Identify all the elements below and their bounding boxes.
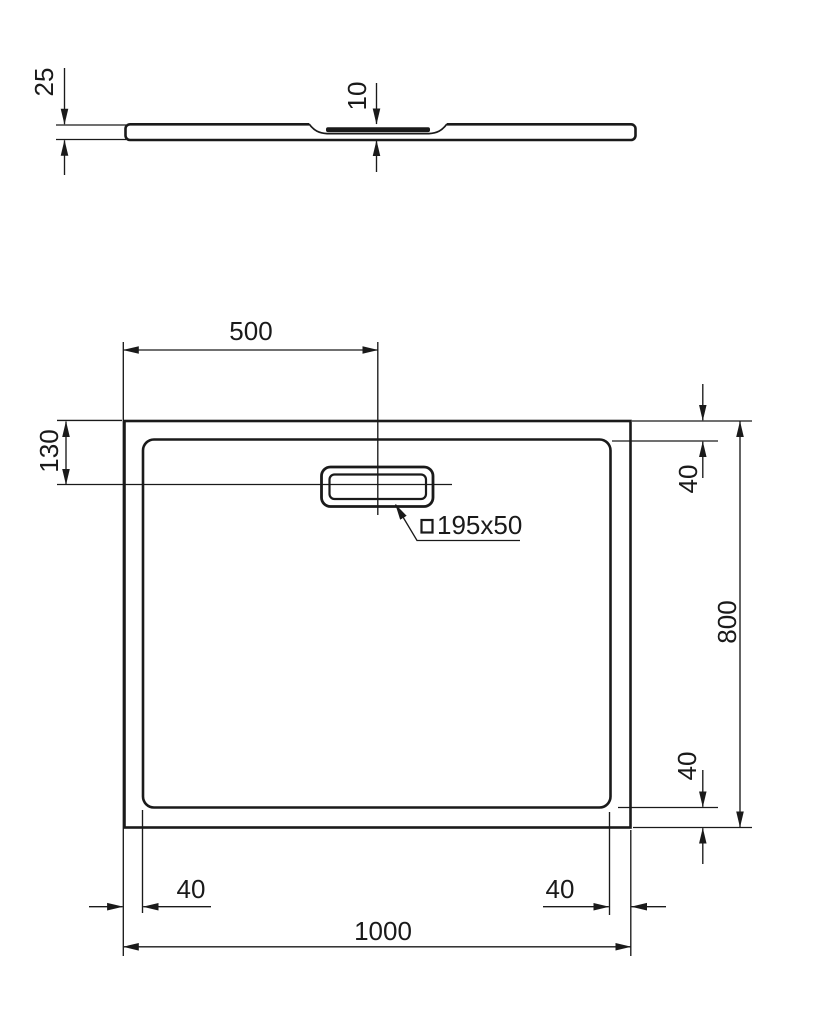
square-symbol-icon [420, 518, 434, 534]
dim-profile-thickness: 25 [29, 68, 126, 175]
profile-view: 25 10 [29, 68, 637, 175]
dim-label-10: 10 [342, 82, 372, 111]
dim-label-40-bottom: 40 [672, 752, 702, 781]
plan-tray-inner-edge [141, 438, 612, 809]
dim-border-right: 40 [543, 874, 666, 911]
dim-drain-offset-x: 500 [122, 316, 379, 354]
dim-border-left: 40 [89, 874, 211, 911]
dim-label-40-left: 40 [177, 874, 206, 904]
dim-label-130: 130 [34, 429, 64, 472]
profile-recess-gap [309, 121, 447, 127]
dim-label-195x50: 195x50 [437, 510, 522, 540]
leader-line [394, 504, 520, 542]
plan-view: 500 130 195x50 40 40 800 [34, 316, 752, 956]
dim-profile-drain-depth: 10 [342, 82, 381, 172]
dim-label-800: 800 [712, 600, 742, 643]
dim-label-40-top: 40 [673, 465, 703, 494]
dim-drain-offset-y: 130 [34, 421, 70, 485]
dim-overall-height: 800 [712, 421, 744, 828]
profile-drain-cover [326, 127, 430, 133]
dim-label-40-right: 40 [546, 874, 575, 904]
dim-label-500: 500 [229, 316, 272, 346]
dim-overall-width: 1000 [122, 916, 632, 951]
dim-label-1000: 1000 [354, 916, 412, 946]
dim-border-bottom: 40 [672, 752, 707, 864]
profile-drain-recess [308, 123, 448, 135]
drain-size-callout: 195x50 [394, 504, 522, 542]
dim-label-25: 25 [29, 68, 59, 97]
dim-border-top: 40 [673, 384, 707, 494]
